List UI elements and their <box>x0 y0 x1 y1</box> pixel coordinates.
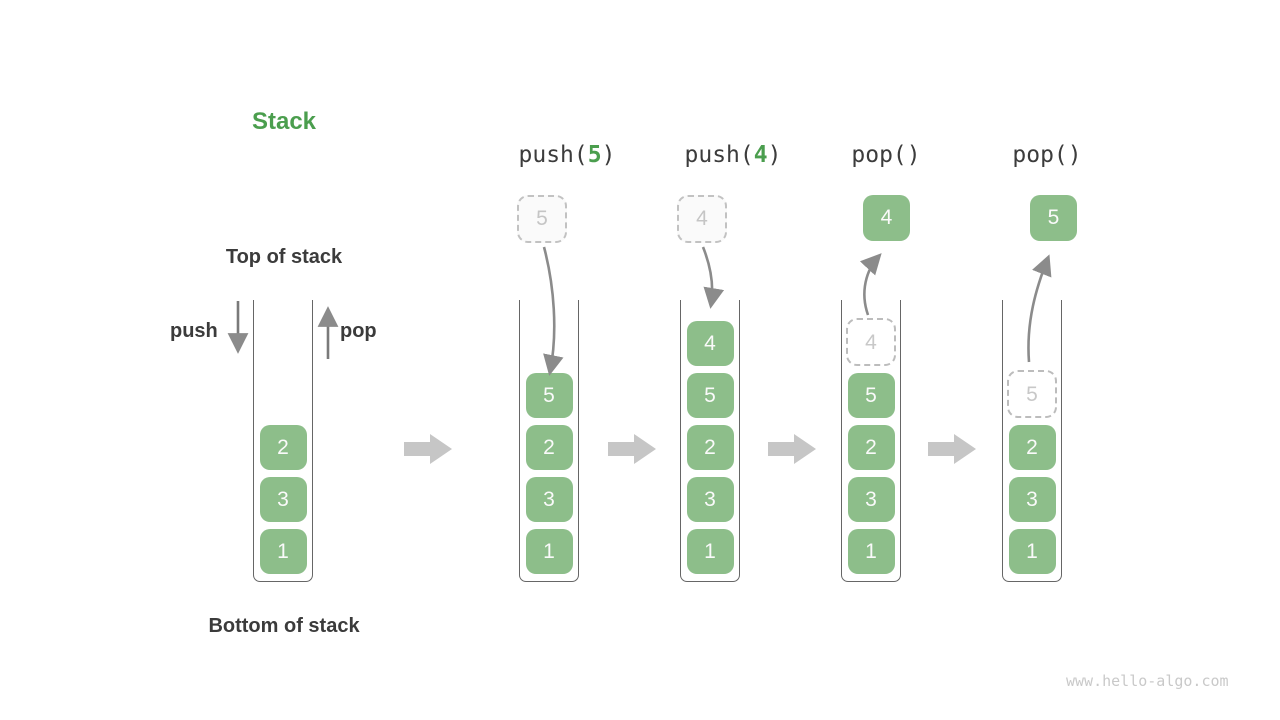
push-4-into-stack-arrow <box>701 246 725 309</box>
op-label-push-4: push(4) <box>685 142 782 168</box>
op-arg: 5 <box>587 142 602 168</box>
incoming-value-box: 4 <box>677 195 727 243</box>
step-arrow <box>608 434 656 464</box>
stack-block: 4 <box>686 321 734 366</box>
op-text: ) <box>906 142 921 168</box>
step-arrow <box>928 434 976 464</box>
op-text: push( <box>684 142 754 168</box>
stack-block: 3 <box>847 477 895 522</box>
stack-vessel-after-push-4: 4 5 2 3 1 <box>680 300 740 582</box>
stack-block: 3 <box>686 477 734 522</box>
stack-block: 5 <box>847 373 895 418</box>
stack-block: 3 <box>1008 477 1056 522</box>
stack-block: 3 <box>525 477 573 522</box>
stack-block: 2 <box>525 425 573 470</box>
op-text: pop( <box>1012 142 1068 168</box>
stack-block: 1 <box>1008 529 1056 574</box>
push-label: push <box>170 320 218 342</box>
stack-vessel-initial: 2 3 1 <box>253 300 313 582</box>
op-text: ) <box>767 142 782 168</box>
stack-block-ghost: 4 <box>846 318 896 366</box>
stack-vessel-after-push-5: 5 2 3 1 <box>519 300 579 582</box>
stack-block: 2 <box>259 425 307 470</box>
stack-block: 1 <box>525 529 573 574</box>
top-of-stack-label: Top of stack <box>225 246 343 268</box>
op-text: ) <box>601 142 616 168</box>
op-label-push-5: push(5) <box>519 142 616 168</box>
diagram-title: Stack <box>251 108 317 135</box>
stack-vessel-after-pop-1: 4 5 2 3 1 <box>841 300 901 582</box>
op-text: ) <box>1067 142 1082 168</box>
stack-block: 1 <box>259 529 307 574</box>
op-label-pop-1: pop() <box>851 142 920 168</box>
op-label-pop-2: pop() <box>1012 142 1081 168</box>
stack-block: 2 <box>847 425 895 470</box>
step-arrow <box>404 434 452 464</box>
bottom-of-stack-label: Bottom of stack <box>208 615 360 637</box>
popped-value-box: 4 <box>863 195 910 241</box>
stack-block-ghost: 5 <box>1007 370 1057 418</box>
stack-block: 1 <box>686 529 734 574</box>
stack-block: 5 <box>686 373 734 418</box>
incoming-value-box: 5 <box>517 195 567 243</box>
stack-block: 1 <box>847 529 895 574</box>
stack-block: 3 <box>259 477 307 522</box>
step-arrow <box>768 434 816 464</box>
stack-block: 5 <box>525 373 573 418</box>
op-text: pop( <box>851 142 907 168</box>
popped-value-box: 5 <box>1030 195 1077 241</box>
op-text: push( <box>518 142 588 168</box>
stack-block: 2 <box>1008 425 1056 470</box>
op-arg: 4 <box>753 142 768 168</box>
watermark: www.hello-algo.com <box>1066 672 1229 690</box>
pop-label: pop <box>340 320 377 342</box>
stack-vessel-after-pop-2: 5 2 3 1 <box>1002 300 1062 582</box>
stack-block: 2 <box>686 425 734 470</box>
